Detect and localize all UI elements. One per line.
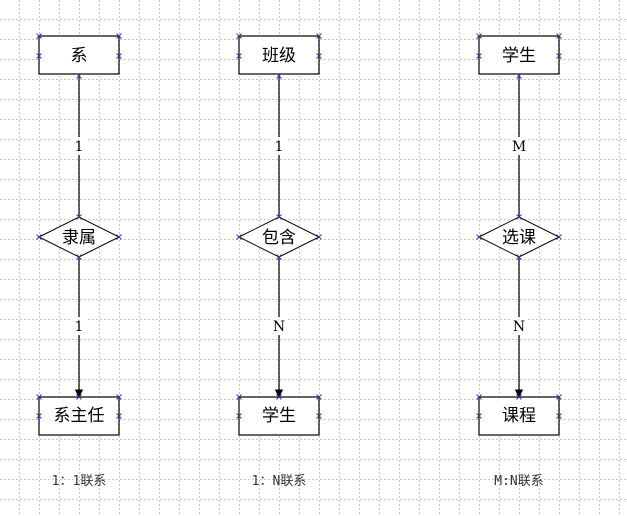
entity-top-label-3: 学生 (502, 46, 536, 66)
relation-label-3: 选课 (502, 228, 536, 248)
connection-handle-icon[interactable] (36, 33, 42, 39)
card-top-bg-3 (511, 137, 527, 155)
connection-handle-icon[interactable] (516, 254, 522, 260)
connection-handle-icon[interactable] (236, 33, 242, 39)
entity-top-label-2: 班级 (262, 46, 296, 66)
connection-handle-icon[interactable] (276, 254, 282, 260)
connection-handle-icon[interactable] (76, 254, 82, 260)
connection-handle-icon[interactable] (116, 53, 122, 59)
connection-handle-icon[interactable] (516, 214, 522, 220)
connection-handle-icon[interactable] (76, 73, 82, 79)
connection-handle-icon[interactable] (556, 234, 562, 240)
card-top-bg-2 (272, 137, 286, 155)
connection-handle-icon[interactable] (516, 394, 522, 400)
connection-handle-icon[interactable] (476, 53, 482, 59)
connection-handle-icon[interactable] (116, 33, 122, 39)
connection-handle-icon[interactable] (476, 33, 482, 39)
connection-handle-icon[interactable] (36, 413, 42, 419)
entity-bottom-label-1: 系主任 (54, 406, 105, 426)
connection-handle-icon[interactable] (236, 53, 242, 59)
card-bottom-bg-3 (512, 317, 526, 335)
connection-handle-icon[interactable] (556, 394, 562, 400)
connection-handle-icon[interactable] (116, 394, 122, 400)
entity-box-top-3[interactable] (478, 35, 560, 75)
connection-handle-icon[interactable] (276, 394, 282, 400)
connection-handle-icon[interactable] (316, 53, 322, 59)
connection-handle-icon[interactable] (276, 214, 282, 220)
caption-3: M:N联系 (494, 474, 543, 489)
cardinality-top-3: M (512, 139, 526, 155)
connection-handle-icon[interactable] (36, 234, 42, 240)
group-2: 班级 包含 学生 1 N 1：N联系 (237, 35, 321, 489)
connection-handle-icon[interactable] (116, 413, 122, 419)
connection-handle-icon[interactable] (516, 73, 522, 79)
connection-handle-icon[interactable] (236, 394, 242, 400)
connection-handle-icon[interactable] (36, 394, 42, 400)
relation-label-2: 包含 (262, 228, 296, 248)
card-bottom-bg-2 (272, 317, 286, 335)
cardinality-bottom-3: N (513, 319, 525, 335)
caption-1: 1：1联系 (52, 474, 107, 489)
cardinality-bottom-1: 1 (75, 319, 84, 335)
entity-bottom-label-3: 课程 (502, 406, 536, 426)
connection-handle-icon[interactable] (236, 413, 242, 419)
caption-2: 1：N联系 (252, 474, 307, 489)
connection-handle-icon[interactable] (316, 413, 322, 419)
selection-handles (36, 33, 562, 419)
entity-top-label-1: 系 (71, 46, 88, 66)
connection-handle-icon[interactable] (316, 234, 322, 240)
connection-handle-icon[interactable] (556, 53, 562, 59)
group-1: 系 隶属 系主任 1 1 1：1联系 (37, 35, 121, 489)
connection-handle-icon[interactable] (76, 214, 82, 220)
connection-handle-icon[interactable] (476, 394, 482, 400)
cardinality-bottom-2: N (273, 319, 285, 335)
cardinality-top-2: 1 (275, 139, 284, 155)
connection-handle-icon[interactable] (316, 394, 322, 400)
card-top-bg-1 (72, 137, 86, 155)
card-bottom-bg-1 (72, 317, 86, 335)
connection-handle-icon[interactable] (476, 413, 482, 419)
relation-label-1: 隶属 (62, 228, 96, 248)
entity-bottom-label-2: 学生 (262, 406, 296, 426)
connection-handle-icon[interactable] (316, 33, 322, 39)
connection-handle-icon[interactable] (556, 413, 562, 419)
entity-box-top-2[interactable] (238, 35, 320, 75)
group-3: 学生 选课 课程 M N M:N联系 (477, 35, 561, 489)
connection-handle-icon[interactable] (236, 234, 242, 240)
connection-handle-icon[interactable] (276, 73, 282, 79)
entity-box-top-1[interactable] (38, 35, 120, 75)
connection-handle-icon[interactable] (476, 234, 482, 240)
connection-handle-icon[interactable] (76, 394, 82, 400)
cardinality-top-1: 1 (75, 139, 84, 155)
connection-handle-icon[interactable] (116, 234, 122, 240)
connection-handle-icon[interactable] (36, 53, 42, 59)
connection-handle-icon[interactable] (556, 33, 562, 39)
